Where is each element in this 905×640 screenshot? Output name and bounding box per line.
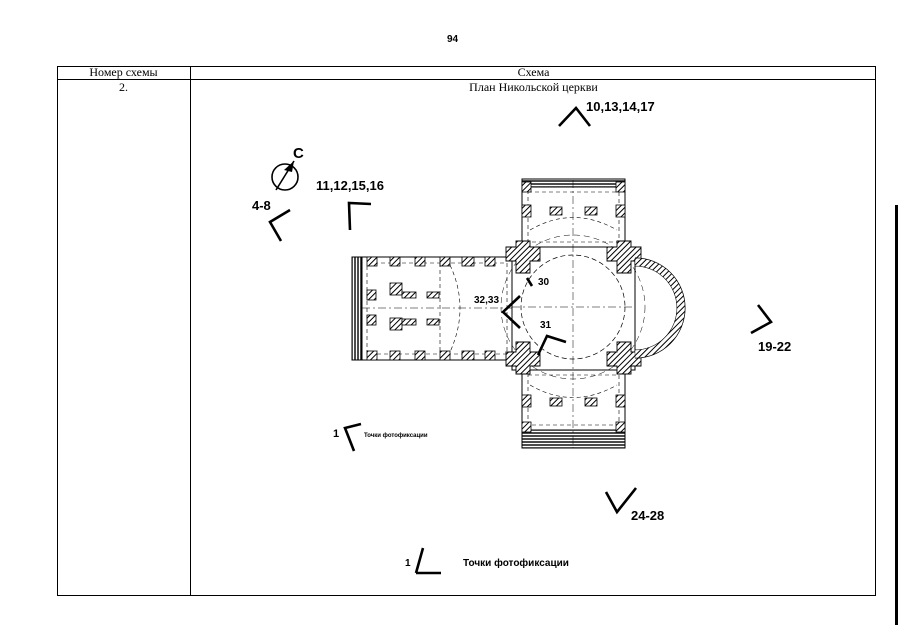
north-label: С bbox=[293, 145, 304, 162]
photo-point-caption: Точки фотофиксации bbox=[364, 432, 428, 439]
table-column-divider bbox=[190, 66, 191, 596]
legend-label: Точки фотофиксации bbox=[463, 557, 569, 569]
photo-point-label: 31 bbox=[540, 320, 552, 331]
photo-point-label: 30 bbox=[538, 277, 550, 288]
page-edge-bar bbox=[895, 205, 898, 625]
photo-point-label: 10,13,14,17 bbox=[586, 99, 655, 114]
church-plan bbox=[351, 178, 686, 449]
row-number: 2. bbox=[119, 80, 128, 94]
header-scheme-number: Номер схемы bbox=[89, 65, 158, 79]
page-number: 94 bbox=[446, 34, 459, 45]
legend-number: 1 bbox=[405, 558, 411, 569]
header-scheme: Схема bbox=[517, 65, 550, 79]
photo-point-label: 11,12,15,16 bbox=[316, 178, 384, 193]
photo-point-label: 24-28 bbox=[631, 508, 664, 523]
photo-point-marker-icon bbox=[268, 106, 773, 575]
plan-title: План Никольской церкви bbox=[469, 80, 598, 94]
photo-point-label: 1 bbox=[333, 428, 339, 440]
photo-point-label: 4-8 bbox=[252, 198, 271, 213]
table-header-divider bbox=[57, 79, 876, 80]
photo-point-label: 32,33 bbox=[474, 295, 499, 306]
photo-point-label: 19-22 bbox=[758, 339, 791, 354]
table-frame bbox=[57, 66, 876, 596]
north-arrow-icon bbox=[271, 160, 299, 191]
